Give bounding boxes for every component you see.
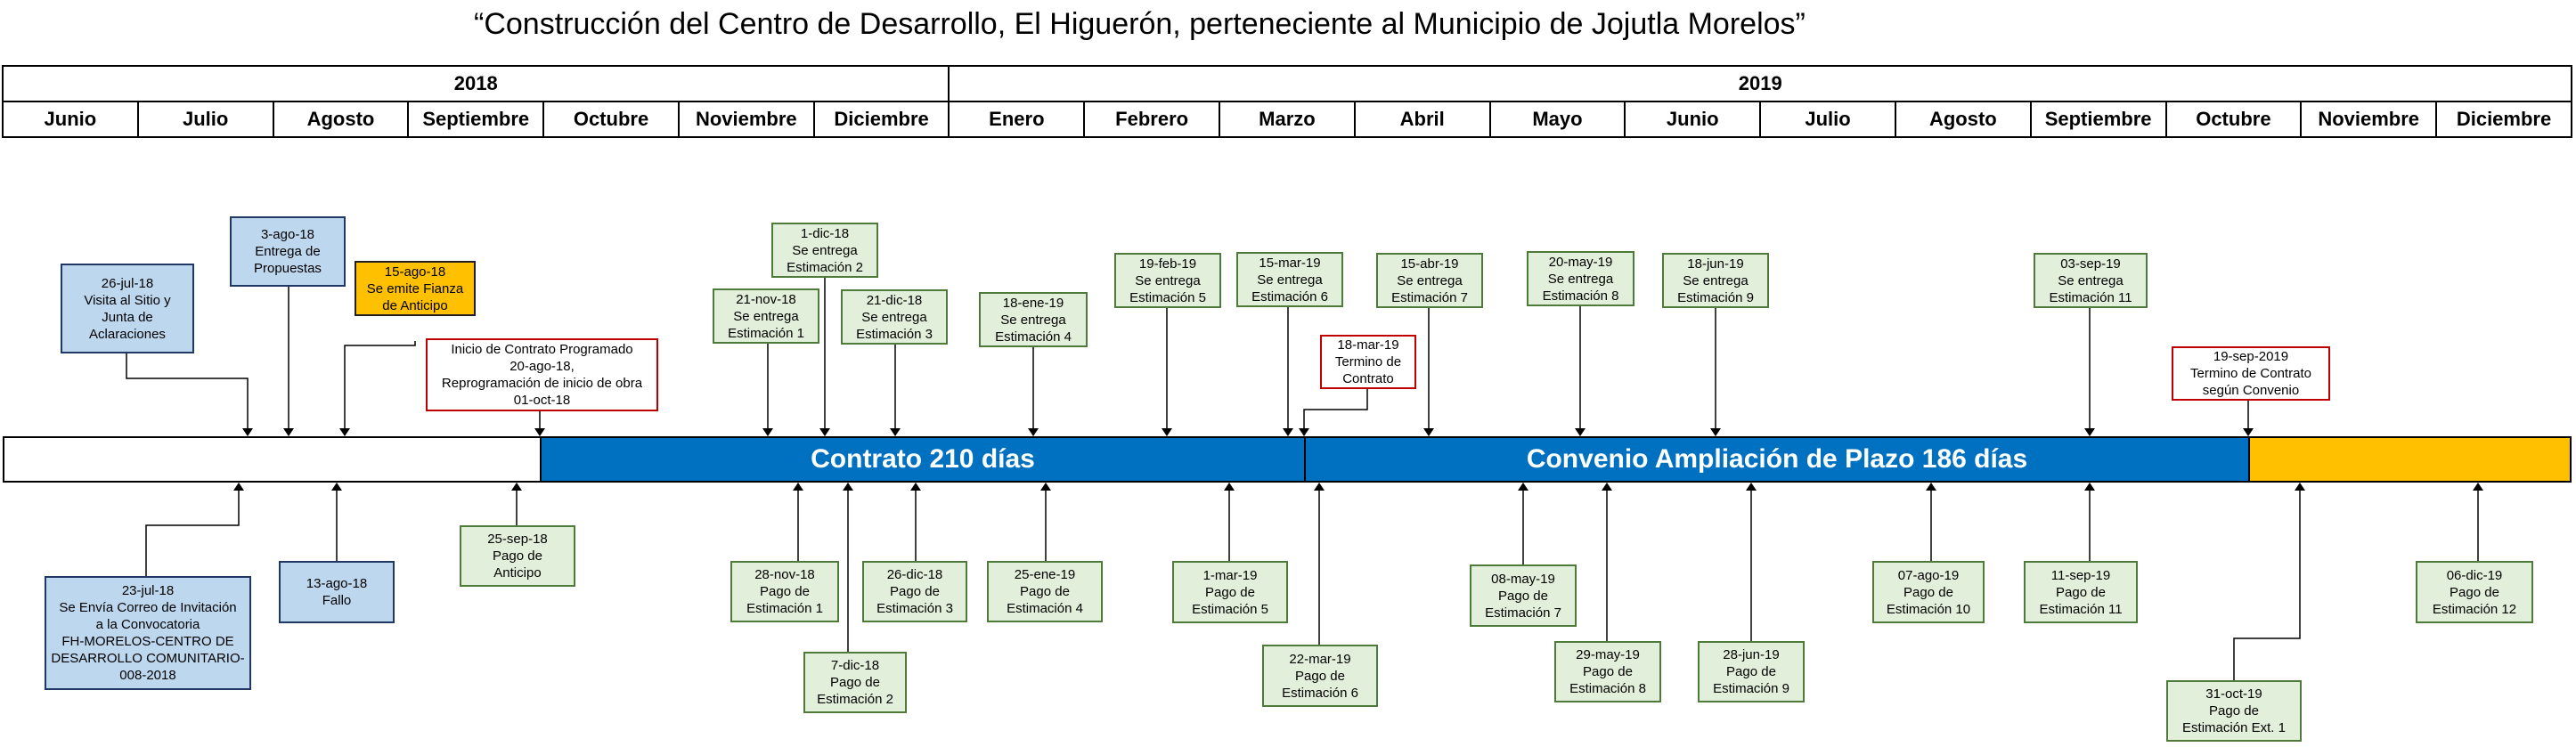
year-2018: 2018 bbox=[1, 65, 950, 102]
month-cell: Julio bbox=[1759, 101, 1896, 138]
event-award: 13-ago-18 Fallo bbox=[279, 561, 395, 623]
event-pay-est-12: 06-dic-19 Pago de Estimación 12 bbox=[2416, 561, 2533, 623]
event-pay-est-ext-1: 31-oct-19 Pago de Estimación Ext. 1 bbox=[2166, 680, 2302, 742]
event-deliver-est-8: 20-may-19 Se entrega Estimación 8 bbox=[1527, 251, 1634, 306]
month-cell: Febrero bbox=[1083, 101, 1221, 138]
month-cell: Octubre bbox=[2164, 101, 2303, 138]
month-cell: Marzo bbox=[1219, 101, 1356, 138]
event-deliver-est-5: 19-feb-19 Se entrega Estimación 5 bbox=[1114, 253, 1221, 308]
event-pay-est-6: 22-mar-19 Pago de Estimación 6 bbox=[1262, 645, 1378, 707]
event-deliver-est-1: 21-nov-18 Se entrega Estimación 1 bbox=[713, 288, 819, 344]
page-title: “Construcción del Centro de Desarrollo, … bbox=[474, 7, 1806, 41]
pre-contract-bar bbox=[3, 436, 542, 483]
month-cell: Diciembre bbox=[812, 101, 950, 138]
event-pay-est-11: 11-sep-19 Pago de Estimación 11 bbox=[2024, 561, 2138, 623]
event-pay-est-10: 07-ago-19 Pago de Estimación 10 bbox=[1872, 561, 1985, 623]
month-cell: Septiembre bbox=[407, 101, 545, 138]
event-deliver-est-9: 18-jun-19 Se entrega Estimación 9 bbox=[1662, 253, 1769, 308]
event-site-visit: 26-jul-18 Visita al Sitio y Junta de Acl… bbox=[61, 264, 194, 353]
event-deliver-est-4: 18-ene-19 Se entrega Estimación 4 bbox=[979, 292, 1088, 347]
event-contract-end: 18-mar-19 Termino de Contrato bbox=[1320, 335, 1416, 389]
month-cell: Noviembre bbox=[677, 101, 815, 138]
extension-bar-label: Convenio Ampliación de Plazo 186 días bbox=[1526, 444, 2028, 474]
event-deliver-est-7: 15-abr-19 Se entrega Estimación 7 bbox=[1376, 253, 1483, 308]
event-invitation: 23-jul-18 Se Envía Correo de Invitación … bbox=[45, 576, 251, 690]
contract-bar: Contrato 210 días bbox=[540, 436, 1306, 483]
event-pay-est-9: 28-jun-19 Pago de Estimación 9 bbox=[1698, 641, 1805, 702]
event-deliver-est-6: 15-mar-19 Se entrega Estimación 6 bbox=[1236, 252, 1343, 307]
event-pay-advance: 25-sep-18 Pago de Anticipo bbox=[460, 525, 575, 587]
event-deliver-est-11: 03-sep-19 Se entrega Estimación 11 bbox=[2034, 253, 2148, 308]
post-extension-bar bbox=[2248, 436, 2572, 483]
month-cell: Mayo bbox=[1488, 101, 1626, 138]
month-cell: Octubre bbox=[542, 101, 680, 138]
extension-bar: Convenio Ampliación de Plazo 186 días bbox=[1304, 436, 2250, 483]
event-extension-end: 19-sep-2019 Termino de Contrato según Co… bbox=[2172, 346, 2330, 401]
month-cell: Junio bbox=[2, 101, 139, 138]
month-cell: Julio bbox=[136, 101, 274, 138]
event-pay-est-8: 29-may-19 Pago de Estimación 8 bbox=[1554, 641, 1661, 702]
event-pay-est-7: 08-may-19 Pago de Estimación 7 bbox=[1470, 564, 1577, 627]
event-deliver-est-3: 21-dic-18 Se entrega Estimación 3 bbox=[841, 289, 948, 345]
event-contract-start: Inicio de Contrato Programado 20-ago-18,… bbox=[426, 338, 658, 411]
event-deliver-est-2: 1-dic-18 Se entrega Estimación 2 bbox=[771, 223, 878, 278]
month-cell: Agosto bbox=[1894, 101, 2032, 138]
event-pay-est-1: 28-nov-18 Pago de Estimación 1 bbox=[730, 561, 839, 622]
contract-bar-label: Contrato 210 días bbox=[811, 444, 1035, 474]
month-cell: Junio bbox=[1624, 101, 1762, 138]
calendar-header: 2018 2019 Junio Julio Agosto Septiembre … bbox=[1, 65, 2572, 138]
event-pay-est-3: 26-dic-18 Pago de Estimación 3 bbox=[862, 561, 967, 622]
month-cell: Enero bbox=[948, 101, 1086, 138]
month-cell: Noviembre bbox=[2300, 101, 2438, 138]
year-row: 2018 2019 bbox=[1, 65, 2572, 102]
month-cell: Diciembre bbox=[2435, 101, 2572, 138]
event-pay-est-2: 7-dic-18 Pago de Estimación 2 bbox=[803, 652, 907, 713]
month-cell: Abril bbox=[1353, 101, 1491, 138]
month-row: Junio Julio Agosto Septiembre Octubre No… bbox=[2, 101, 2572, 138]
event-proposals: 3-ago-18 Entrega de Propuestas bbox=[230, 216, 346, 287]
event-pay-est-5: 1-mar-19 Pago de Estimación 5 bbox=[1172, 561, 1288, 623]
month-cell: Septiembre bbox=[2029, 101, 2167, 138]
event-pay-est-4: 25-ene-19 Pago de Estimación 4 bbox=[987, 561, 1103, 622]
year-2019: 2019 bbox=[948, 65, 2572, 102]
event-advance-bond: 15-ago-18 Se emite Fianza de Anticipo bbox=[355, 261, 476, 316]
month-cell: Agosto bbox=[272, 101, 410, 138]
